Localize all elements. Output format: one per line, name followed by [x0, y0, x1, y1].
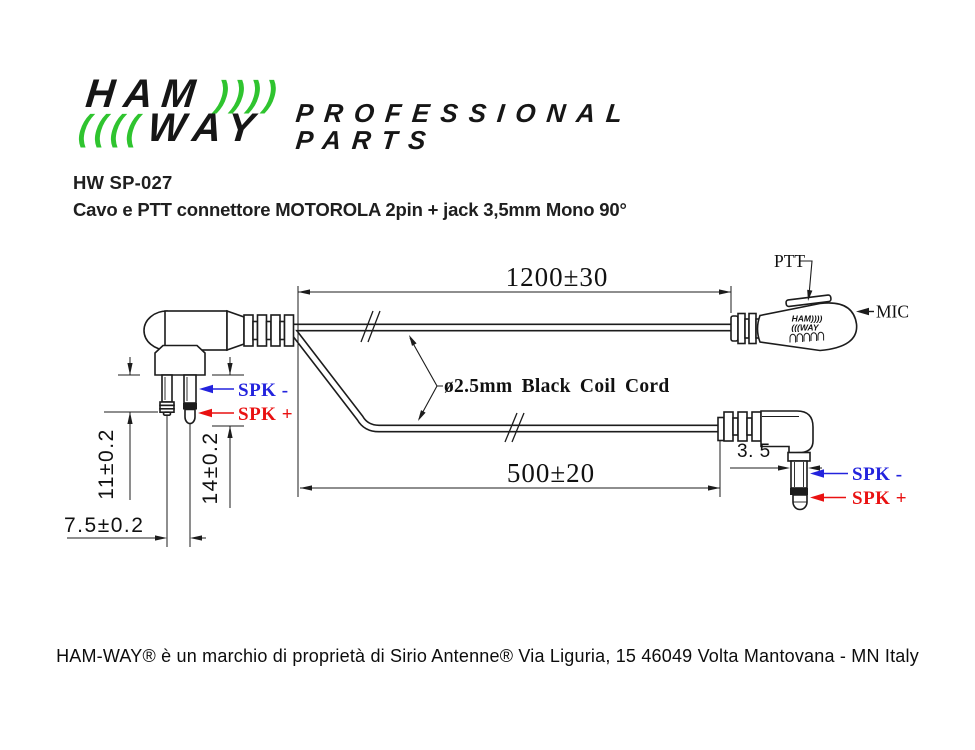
cable-break-symbols [360, 310, 525, 443]
spk-plus-label-left: SPK + [238, 404, 293, 425]
spk-minus-label-right: SPK - [852, 464, 903, 485]
ptt-leader [799, 260, 813, 301]
ptt-strain-cap [730, 315, 739, 342]
dimension-arrowheads [127, 289, 820, 541]
dim-jack-diameter-label: 3. 5 [737, 441, 771, 462]
spk-plus-label-right: SPK + [852, 488, 907, 509]
jack-shaft [790, 460, 808, 489]
jack-collar [787, 451, 811, 462]
coil-cord-label: ø2.5mm Black Coil Cord [444, 376, 670, 397]
pin-long [183, 374, 197, 425]
spk-plus-arrow-left [198, 408, 234, 418]
jack-3-5mm-connector [717, 410, 814, 511]
ptt-body [756, 302, 858, 352]
jack-insulator-band [790, 488, 808, 495]
jack-strain-cap [717, 416, 725, 442]
motorola-2pin-connector [143, 309, 295, 425]
pin-insulator-band [183, 403, 197, 410]
product-title-block: HW SP-027 Cavo e PTT connettore MOTOROLA… [73, 172, 627, 221]
footer-trademark-text: HAM-WAY® è un marchio di proprietà di Si… [56, 646, 919, 666]
product-description: Cavo e PTT connettore MOTOROLA 2pin + ja… [73, 199, 627, 220]
spk-minus-label-left: SPK - [238, 380, 289, 401]
dim-pin-short-label: 11±0.2 [95, 428, 118, 500]
mic-label: MIC [876, 302, 909, 322]
mic-grille-icon [789, 331, 825, 343]
pin-housing [154, 344, 206, 376]
spk-plus-arrow-right [810, 493, 846, 502]
ptt-unit-logo-line1: HAM)))) [792, 314, 823, 324]
mic-arrow [856, 307, 874, 316]
coil-cables [289, 323, 734, 433]
ptt-mic-unit: HAM)))) (((WAY [730, 294, 858, 352]
dim-cable-long-label: 1200±30 [506, 262, 609, 292]
product-code: HW SP-027 [73, 172, 173, 193]
connector-cap [143, 310, 168, 351]
ptt-label: PTT [774, 251, 805, 271]
spk-minus-arrow-right [810, 469, 848, 478]
dim-pin-long-label: 14±0.2 [199, 431, 222, 504]
connector-body [164, 310, 228, 351]
jack-strain-relief [723, 411, 762, 442]
ptt-unit-logo-line2: (((WAY [791, 323, 820, 333]
dim-cable-short-label: 500±20 [507, 458, 595, 488]
spk-minus-arrow-left [199, 384, 234, 394]
connector-strain-relief [243, 314, 295, 347]
connector-taper [226, 309, 245, 352]
dimension-lines [67, 286, 822, 547]
pin-short [159, 374, 175, 417]
dim-pin-spacing-label: 7.5±0.2 [64, 514, 144, 537]
coil-cord-leader [409, 335, 443, 421]
